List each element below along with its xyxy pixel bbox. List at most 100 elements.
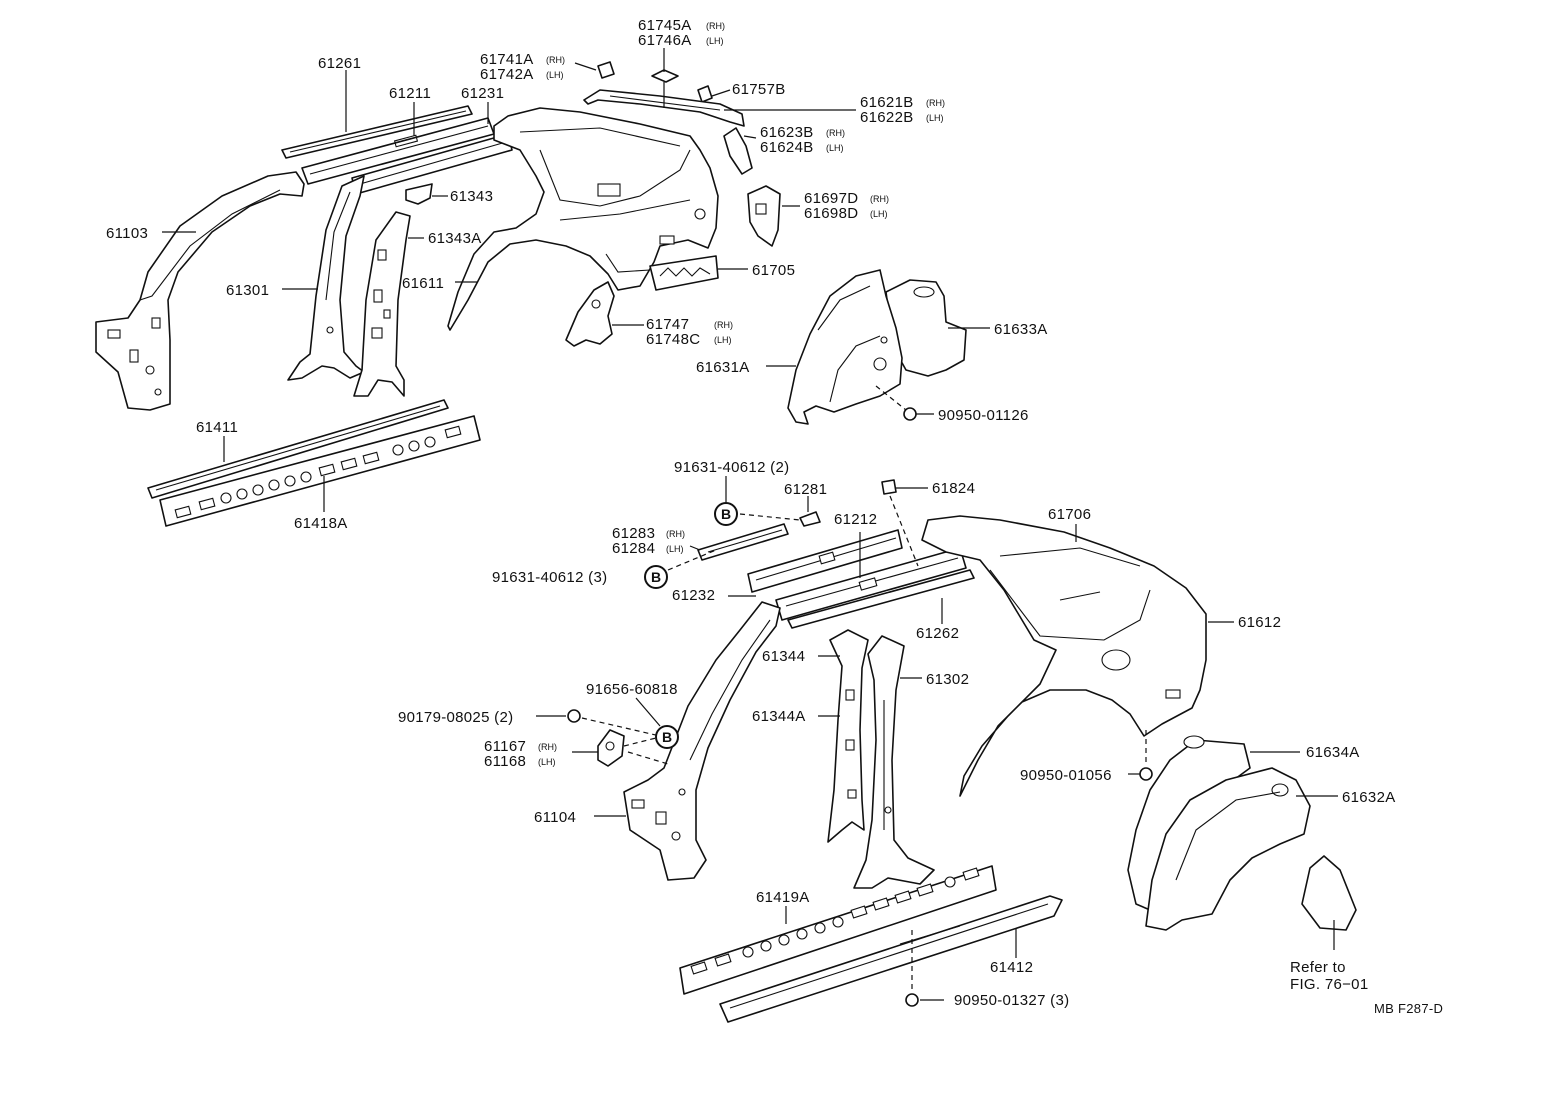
label-61631a: 61631A — [696, 359, 750, 376]
svg-text:(RH): (RH) — [714, 320, 733, 330]
label-61746a: 61746A — [638, 32, 692, 49]
label-61611: 61611 — [402, 275, 444, 292]
label-91631-40612-2: 91631-40612 (2) — [674, 459, 789, 476]
label-61747: 61747 — [646, 316, 689, 333]
part-61343a-shape — [353, 211, 411, 397]
label-61281: 61281 — [784, 481, 827, 498]
part-61824-shape — [881, 479, 897, 495]
part-61301-shape — [287, 175, 365, 381]
part-61104-shape — [623, 601, 781, 881]
part-61705-shape — [649, 255, 719, 291]
label-61698d: 61698D — [804, 205, 858, 222]
label-61104: 61104 — [534, 809, 576, 826]
part-61343-shape — [405, 183, 433, 205]
label-61612: 61612 — [1238, 614, 1281, 631]
label-61623b: 61623B — [760, 124, 814, 141]
label-61419a: 61419A — [756, 889, 810, 906]
label-61302: 61302 — [926, 671, 969, 688]
label-61344a: 61344A — [752, 708, 806, 725]
label-90950-01126: 90950-01126 — [938, 407, 1029, 424]
part-61631a-shape — [787, 269, 903, 425]
label-61343: 61343 — [450, 188, 493, 205]
part-61697d-shape — [747, 185, 781, 247]
label-61231: 61231 — [461, 85, 504, 102]
svg-text:(RH): (RH) — [926, 98, 945, 108]
svg-text:(LH): (LH) — [926, 113, 944, 123]
svg-text:B: B — [651, 569, 661, 585]
leader-lines — [162, 48, 1338, 1001]
clip-90950-01327-shape — [905, 993, 919, 1007]
label-61344: 61344 — [762, 648, 805, 665]
label-61633a: 61633A — [994, 321, 1048, 338]
label-61634a: 61634A — [1306, 744, 1360, 761]
label-61621b: 61621B — [860, 94, 914, 111]
svg-text:(LH): (LH) — [706, 36, 724, 46]
part-61612-shape — [921, 515, 1207, 797]
label-90950-01327: 90950-01327 (3) — [954, 992, 1069, 1009]
label-61622b: 61622B — [860, 109, 914, 126]
label-61301: 61301 — [226, 282, 269, 299]
label-61168: 61168 — [484, 753, 526, 770]
label-61741a: 61741A — [480, 51, 534, 68]
lower-assembly — [567, 479, 1357, 1023]
label-61418a: 61418A — [294, 515, 348, 532]
svg-text:(RH): (RH) — [826, 128, 845, 138]
part-61302-shape — [853, 635, 935, 889]
svg-text:(LH): (LH) — [538, 757, 556, 767]
label-61103: 61103 — [106, 225, 148, 242]
reference-line-2: FIG. 76−01 — [1290, 976, 1368, 993]
part-61281-shape — [799, 511, 821, 527]
part-61632a-shape — [1145, 767, 1311, 931]
label-61706: 61706 — [1048, 506, 1091, 523]
label-61824: 61824 — [932, 480, 975, 497]
part-61623b-shape — [723, 127, 753, 175]
label-61261: 61261 — [318, 55, 361, 72]
svg-text:(LH): (LH) — [714, 335, 732, 345]
label-61742a: 61742A — [480, 66, 534, 83]
label-61412: 61412 — [990, 959, 1033, 976]
label-61624b: 61624B — [760, 139, 814, 156]
label-61284: 61284 — [612, 540, 655, 557]
label-61705: 61705 — [752, 262, 795, 279]
label-61632a: 61632A — [1342, 789, 1396, 806]
part-61621b-shape — [583, 89, 745, 127]
label-61343a: 61343A — [428, 230, 482, 247]
badge-b-2: B — [644, 565, 668, 589]
part-61418a-shape — [159, 415, 481, 527]
label-61411: 61411 — [196, 419, 238, 436]
upper-assembly — [95, 61, 967, 527]
svg-text:(RH): (RH) — [538, 742, 557, 752]
label-61262: 61262 — [916, 625, 959, 642]
label-61211: 61211 — [389, 85, 431, 102]
svg-text:(LH): (LH) — [826, 143, 844, 153]
mudguard-shape — [1301, 855, 1357, 931]
part-61167-shape — [597, 729, 625, 767]
part-61745a-shape — [651, 69, 679, 83]
label-90950-01056: 90950-01056 — [1020, 767, 1112, 784]
label-91631-40612-3: 91631-40612 (3) — [492, 569, 607, 586]
part-61283-shape — [697, 523, 789, 561]
part-61261-shape — [281, 105, 473, 159]
label-90179-08025: 90179-08025 (2) — [398, 709, 513, 726]
svg-text:(LH): (LH) — [870, 209, 888, 219]
part-61103-shape — [95, 171, 305, 411]
reference-line-1: Refer to — [1290, 959, 1346, 976]
part-61419a-shape — [679, 865, 997, 995]
clip-90950-01056-shape — [1139, 767, 1153, 781]
svg-text:(RH): (RH) — [706, 21, 725, 31]
svg-text:(LH): (LH) — [666, 544, 684, 554]
label-61748c: 61748C — [646, 331, 700, 348]
part-61212-shape — [775, 547, 967, 621]
part-61757b-shape — [697, 85, 713, 103]
label-61212: 61212 — [834, 511, 877, 528]
diagram-id: MB F287-D — [1374, 1001, 1443, 1016]
svg-text:(RH): (RH) — [870, 194, 889, 204]
part-61741a-shape — [597, 61, 615, 79]
badge-b-3: B — [655, 725, 679, 749]
bolt-90179-08025-shape — [567, 709, 581, 723]
label-61697d: 61697D — [804, 190, 858, 207]
label-61745a: 61745A — [638, 17, 692, 34]
part-61344a-shape — [827, 629, 869, 843]
label-61167: 61167 — [484, 738, 526, 755]
